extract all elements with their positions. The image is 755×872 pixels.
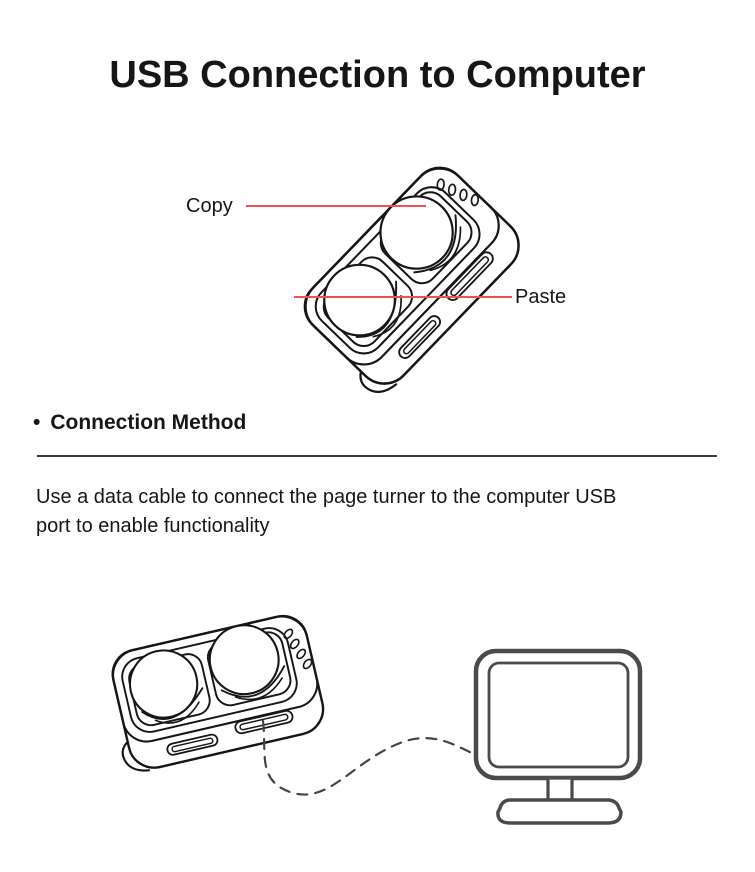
page-turner-top-illustration — [287, 155, 532, 403]
body-line-1: Use a data cable to connect the page tur… — [36, 486, 617, 508]
body-paragraph: Use a data cable to connect the page tur… — [36, 483, 616, 541]
paste-leader-line — [294, 296, 512, 298]
monitor-base — [496, 798, 623, 825]
section-heading-row: • Connection Method — [33, 411, 246, 435]
section-divider — [37, 455, 717, 457]
computer-monitor-icon — [473, 648, 643, 825]
copy-leader-line — [246, 205, 426, 207]
monitor-neck — [546, 776, 574, 802]
bullet-icon: • — [33, 411, 41, 434]
section-heading: Connection Method — [50, 411, 247, 434]
body-line-2: port to enable functionality — [36, 515, 270, 537]
page-title: USB Connection to Computer — [109, 54, 646, 96]
copy-button-label: Copy — [186, 195, 233, 217]
page-turner-bottom-illustration — [99, 609, 330, 777]
paste-button-label: Paste — [515, 286, 567, 308]
monitor-screen — [487, 661, 630, 769]
usb-cable-dashed-line — [261, 719, 476, 796]
monitor-bezel — [473, 648, 643, 781]
